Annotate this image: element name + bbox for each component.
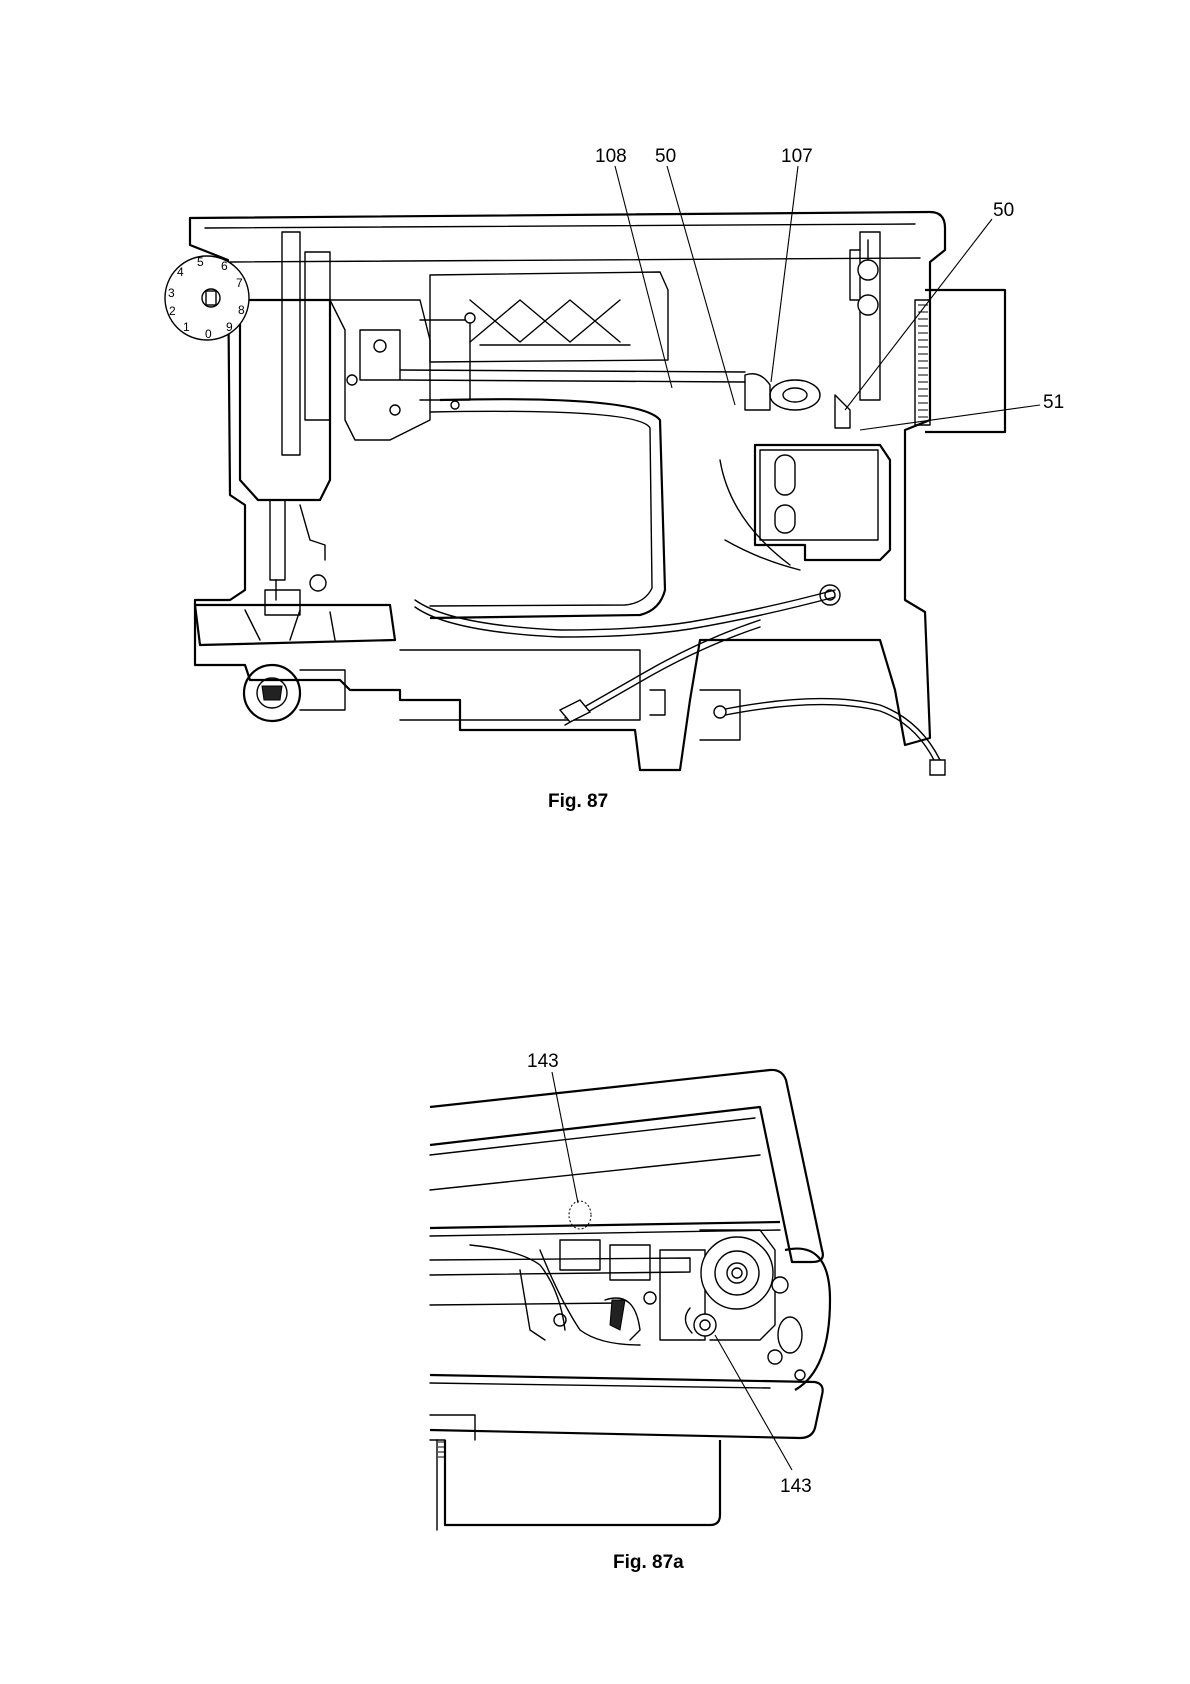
- dial-number-5: 5: [197, 255, 204, 269]
- handwheel-teeth: [918, 305, 928, 417]
- dial-number-0: 0: [205, 327, 212, 341]
- callout-107: 107: [781, 146, 813, 167]
- figure-87a-caption: Fig. 87a: [613, 1552, 684, 1573]
- dial-number-6: 6: [221, 259, 228, 273]
- dial-number-4: 4: [177, 265, 184, 279]
- dial-number-3: 3: [168, 286, 175, 300]
- dial-number-8: 8: [238, 303, 245, 317]
- callout-50-top: 50: [655, 146, 676, 167]
- figure-87-machine-drawing: [165, 212, 1005, 775]
- dial-number-1: 1: [183, 320, 190, 334]
- figure-87-caption: Fig. 87: [548, 791, 608, 812]
- figure-87a-machine-drawing: [430, 1070, 830, 1530]
- callout-143-top: 143: [527, 1051, 559, 1072]
- dial-number-2: 2: [169, 304, 176, 318]
- figure-87-leader-lines: [615, 166, 1040, 430]
- callout-50-right: 50: [993, 200, 1014, 221]
- callout-108: 108: [595, 146, 627, 167]
- dial-number-7: 7: [236, 276, 243, 290]
- callout-143-bottom: 143: [780, 1476, 812, 1497]
- dial-number-9: 9: [226, 320, 233, 334]
- callout-51: 51: [1043, 392, 1064, 413]
